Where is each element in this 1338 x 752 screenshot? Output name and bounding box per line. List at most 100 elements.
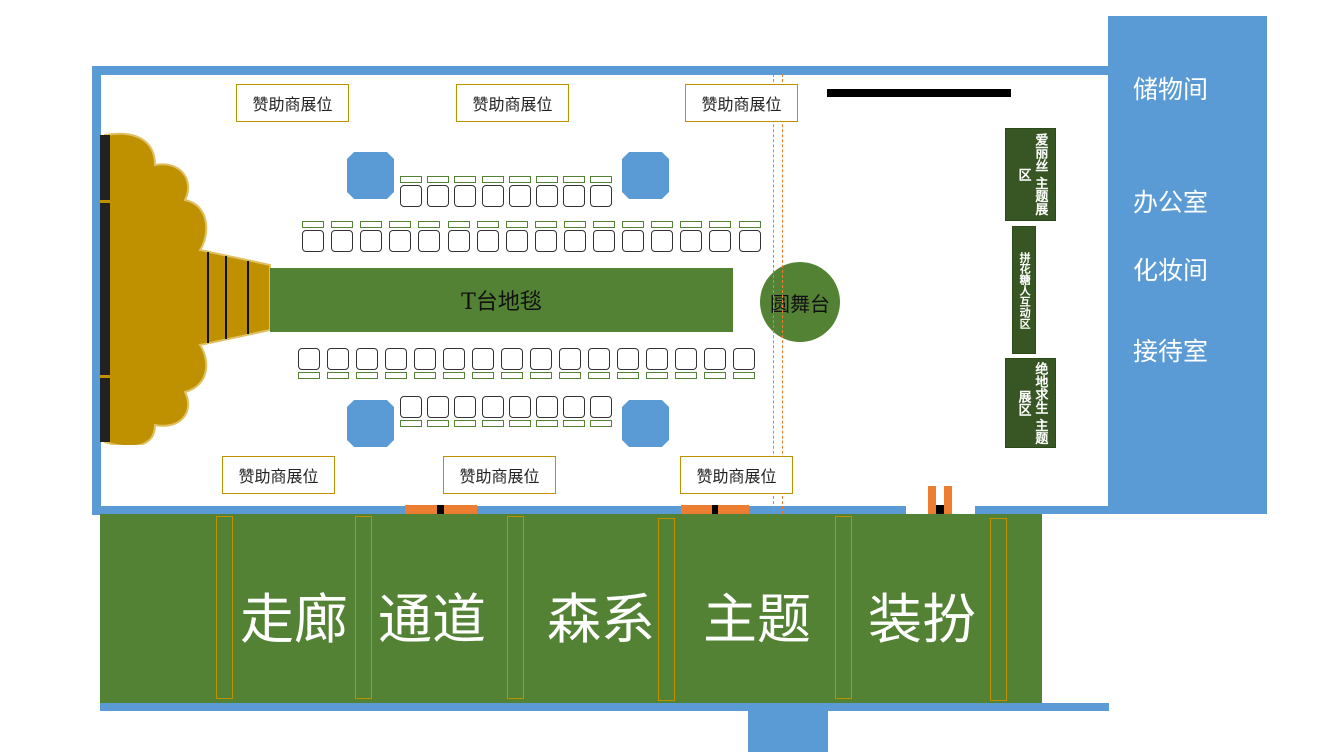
seat-back <box>563 221 586 228</box>
display-board-pubg[interactable]: 绝地求生 主题展区 <box>1005 358 1056 448</box>
seat[interactable] <box>298 348 320 370</box>
seat[interactable] <box>481 185 504 207</box>
seat[interactable] <box>360 230 383 252</box>
seat-back <box>427 176 450 183</box>
seat[interactable] <box>427 396 450 418</box>
seat-back <box>704 372 726 379</box>
seat[interactable] <box>481 396 504 418</box>
round-stage-label: 圆舞台 <box>770 291 830 316</box>
seat[interactable] <box>400 185 422 207</box>
sponsor-booth[interactable]: 赞助商展位 <box>456 84 569 122</box>
seat[interactable] <box>536 185 558 207</box>
seat-back <box>709 221 732 228</box>
seat[interactable] <box>447 230 470 252</box>
room-office[interactable]: 办公室 <box>1108 162 1267 239</box>
seat[interactable] <box>508 185 531 207</box>
seat[interactable] <box>563 185 586 207</box>
seat[interactable] <box>680 230 703 252</box>
seat[interactable] <box>704 348 726 370</box>
sponsor-booth[interactable]: 赞助商展位 <box>443 456 556 494</box>
seat[interactable] <box>563 230 586 252</box>
corridor-word: 装扮 <box>868 588 976 651</box>
room-storage[interactable]: 储物间 <box>1108 16 1267 159</box>
seat-back <box>675 372 697 379</box>
room-unlabeled[interactable] <box>1108 405 1267 514</box>
stage-back-bar <box>100 135 110 442</box>
sponsor-booth-label: 赞助商展位 <box>252 95 333 114</box>
sponsor-booth[interactable]: 赞助商展位 <box>222 456 335 494</box>
corridor-column <box>216 516 233 699</box>
display-board-label: 爱丽丝 主题展区 <box>1015 133 1048 216</box>
seat[interactable] <box>536 396 558 418</box>
corridor-column <box>990 518 1007 701</box>
seat[interactable] <box>331 230 354 252</box>
seat-back <box>588 372 610 379</box>
room-reception[interactable]: 接待室 <box>1108 298 1267 402</box>
corridor-column <box>507 516 524 699</box>
seat[interactable] <box>738 230 761 252</box>
pillar <box>347 400 394 447</box>
display-board-sugar-figure[interactable]: 拼花糖人互动区 <box>1012 226 1036 354</box>
seat[interactable] <box>590 396 613 418</box>
seat[interactable] <box>646 348 668 370</box>
main-stage <box>100 132 271 445</box>
seat[interactable] <box>476 230 499 252</box>
sponsor-booth[interactable]: 赞助商展位 <box>685 84 798 122</box>
screen-bar <box>827 89 1011 97</box>
runway-carpet[interactable]: T台地毯 <box>270 268 733 332</box>
entrance[interactable] <box>748 711 828 752</box>
seat[interactable] <box>414 348 436 370</box>
seat[interactable] <box>563 396 586 418</box>
seat[interactable] <box>651 230 674 252</box>
seat-back <box>476 221 499 228</box>
seat[interactable] <box>530 348 552 370</box>
sponsor-booth-label: 赞助商展位 <box>472 95 553 114</box>
seat[interactable] <box>327 348 349 370</box>
display-board-label: 绝地求生 主题展区 <box>1015 361 1048 445</box>
seat[interactable] <box>733 348 755 370</box>
seat-back <box>389 221 412 228</box>
seat[interactable] <box>356 348 378 370</box>
seat[interactable] <box>385 348 407 370</box>
seat[interactable] <box>427 185 450 207</box>
seat-back <box>559 372 581 379</box>
seat[interactable] <box>534 230 557 252</box>
seat[interactable] <box>443 348 465 370</box>
seat[interactable] <box>454 396 477 418</box>
seat[interactable] <box>590 185 613 207</box>
seat-back <box>508 420 531 427</box>
seat[interactable] <box>454 185 477 207</box>
seat-back <box>481 176 504 183</box>
seat[interactable] <box>501 348 523 370</box>
seat-back <box>530 372 552 379</box>
seat-back <box>472 372 494 379</box>
seat[interactable] <box>508 396 531 418</box>
seat-back <box>563 420 586 427</box>
sponsor-booth[interactable]: 赞助商展位 <box>680 456 793 494</box>
display-board-alice[interactable]: 爱丽丝 主题展区 <box>1005 128 1056 221</box>
sponsor-booth[interactable]: 赞助商展位 <box>236 84 349 122</box>
seat[interactable] <box>400 396 422 418</box>
seat[interactable] <box>472 348 494 370</box>
seat[interactable] <box>418 230 441 252</box>
seat[interactable] <box>302 230 324 252</box>
seat[interactable] <box>675 348 697 370</box>
round-stage[interactable]: 圆舞台 <box>760 262 840 342</box>
seat[interactable] <box>709 230 732 252</box>
seat[interactable] <box>559 348 581 370</box>
seat-back <box>593 221 615 228</box>
seat[interactable] <box>389 230 412 252</box>
corridor[interactable] <box>100 514 1042 703</box>
seat[interactable] <box>622 230 645 252</box>
seat[interactable] <box>505 230 528 252</box>
seat-back <box>508 176 531 183</box>
door-right-post[interactable] <box>944 486 952 514</box>
seat-back <box>418 221 441 228</box>
seat-back <box>400 420 422 427</box>
door-right-post[interactable] <box>928 486 936 514</box>
seat[interactable] <box>588 348 610 370</box>
room-makeup[interactable]: 化妆间 <box>1108 242 1267 295</box>
seat-back <box>385 372 407 379</box>
seat[interactable] <box>617 348 639 370</box>
seat[interactable] <box>593 230 615 252</box>
